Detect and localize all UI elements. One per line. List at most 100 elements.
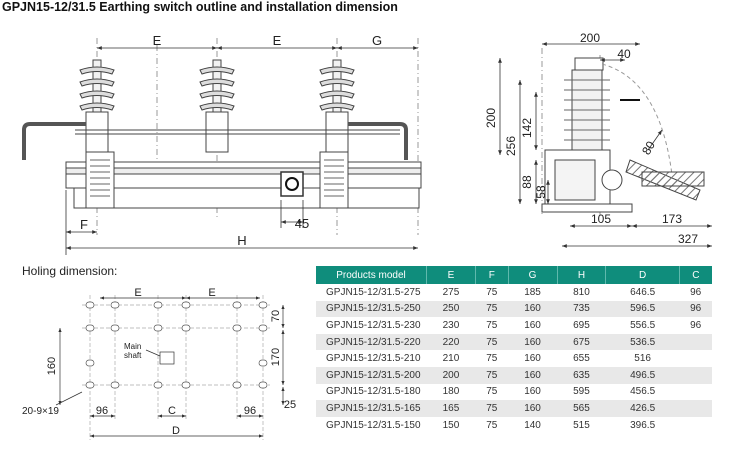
cell-h: 810 bbox=[573, 286, 590, 298]
cell-model: GPJN15-12/31.5-165 bbox=[316, 400, 427, 417]
dim-173-label: 173 bbox=[662, 212, 682, 226]
dim-h-label: H bbox=[237, 233, 246, 248]
cell-e: 220 bbox=[426, 333, 476, 351]
dim-45-label: 45 bbox=[295, 216, 309, 231]
cell-model: GPJN15-12/31.5-200 bbox=[316, 366, 427, 384]
dim-200-top-label: 200 bbox=[580, 31, 600, 45]
holing-96b-label: 96 bbox=[244, 405, 256, 417]
cell-h: 655 bbox=[573, 353, 590, 365]
cell-e: 210 bbox=[442, 353, 460, 365]
cell-f: 75 bbox=[486, 386, 498, 398]
cell-c bbox=[679, 333, 712, 351]
cell-f: 75 bbox=[486, 353, 498, 365]
cell-c bbox=[679, 384, 712, 401]
table-row: GPJN15-12/31.5-210 210 75 160 655 516 bbox=[316, 350, 712, 367]
cell-f: 75 bbox=[486, 286, 498, 298]
dim-142-label: 142 bbox=[520, 118, 534, 138]
page-title: GPJN15-12/31.5 Earthing switch outline a… bbox=[2, 0, 398, 14]
cell-d: 596.5 bbox=[605, 300, 680, 318]
table-row: GPJN15-12/31.5-180 180 75 160 595 456.5 bbox=[316, 384, 712, 401]
cell-f: 75 bbox=[475, 333, 509, 351]
holing-e1-label: E bbox=[134, 287, 141, 299]
insulator-right bbox=[319, 59, 355, 153]
header-products-model: Products model bbox=[316, 266, 427, 284]
cell-e: 180 bbox=[442, 386, 460, 398]
table-row: GPJN15-12/31.5-230 230 75 160 695 556.5 … bbox=[316, 317, 712, 334]
cell-h: 635 bbox=[557, 366, 606, 384]
main-shaft-label-2: shaft bbox=[124, 351, 142, 360]
cell-g: 160 bbox=[524, 386, 541, 398]
holing-25-label: 25 bbox=[284, 399, 296, 411]
cell-d: 556.5 bbox=[630, 319, 656, 331]
cell-e: 150 bbox=[442, 419, 460, 431]
header-e: E bbox=[426, 266, 476, 284]
cell-e: 275 bbox=[442, 286, 460, 298]
holing-96a-label: 96 bbox=[96, 405, 108, 417]
dim-e2-label: E bbox=[273, 33, 282, 48]
cell-e: 200 bbox=[426, 366, 476, 384]
holing-title: Holing dimension: bbox=[22, 264, 118, 278]
cell-f: 75 bbox=[486, 319, 498, 331]
cell-g: 160 bbox=[524, 319, 541, 331]
cell-d: 426.5 bbox=[605, 400, 680, 417]
main-shaft-box bbox=[280, 171, 304, 197]
cell-e: 250 bbox=[426, 300, 476, 318]
dim-e1-label: E bbox=[153, 33, 162, 48]
header-h: H bbox=[557, 266, 607, 284]
dim-g-label: G bbox=[372, 33, 382, 48]
table-row: GPJN15-12/31.5-200 200 75 160 635 496.5 bbox=[316, 366, 712, 384]
cell-model: GPJN15-12/31.5-210 bbox=[326, 353, 421, 365]
dim-88-label: 88 bbox=[520, 175, 534, 189]
cell-d: 516 bbox=[634, 353, 651, 365]
dim-f-label: F bbox=[80, 217, 88, 232]
holing-holes-label: 20-9×19 bbox=[22, 406, 59, 417]
side-view bbox=[541, 48, 705, 215]
contact-right bbox=[319, 151, 349, 209]
cell-c: 96 bbox=[690, 286, 702, 298]
cell-e: 165 bbox=[426, 400, 476, 417]
cell-g: 160 bbox=[508, 333, 557, 351]
table-row: GPJN15-12/31.5-250 250 75 160 735 596.5 … bbox=[316, 300, 712, 318]
header-d: D bbox=[605, 266, 680, 284]
main-shaft-label-1: Main bbox=[124, 342, 141, 351]
dim-58-label: 58 bbox=[534, 185, 548, 199]
cell-h: 515 bbox=[573, 419, 590, 431]
cell-g: 160 bbox=[508, 300, 557, 318]
holing-160-label: 160 bbox=[46, 357, 58, 375]
cell-model: GPJN15-12/31.5-275 bbox=[326, 286, 421, 298]
cell-d: 396.5 bbox=[630, 419, 656, 431]
cell-d: 646.5 bbox=[630, 286, 656, 298]
cell-f: 75 bbox=[475, 400, 509, 417]
cell-c bbox=[679, 417, 712, 434]
front-dimensions bbox=[65, 46, 418, 255]
cell-model: GPJN15-12/31.5-230 bbox=[326, 319, 421, 331]
header-g: G bbox=[508, 266, 558, 284]
table-row: GPJN15-12/31.5-275 275 75 185 810 646.5 … bbox=[316, 284, 712, 301]
cell-d: 496.5 bbox=[605, 366, 680, 384]
contact-left bbox=[85, 151, 115, 209]
holing-70-label: 70 bbox=[270, 310, 282, 322]
holing-170-label: 170 bbox=[270, 348, 282, 366]
table-row: GPJN15-12/31.5-150 150 75 140 515 396.5 bbox=[316, 417, 712, 434]
insulator-left bbox=[79, 59, 115, 153]
table-row: GPJN15-12/31.5-220 220 75 160 675 536.5 bbox=[316, 333, 712, 351]
cell-f: 75 bbox=[475, 366, 509, 384]
cell-c: 96 bbox=[679, 300, 712, 318]
cell-h: 695 bbox=[573, 319, 590, 331]
side-dimensions bbox=[498, 42, 712, 248]
insulator-middle bbox=[199, 59, 235, 153]
cell-f: 75 bbox=[475, 300, 509, 318]
dim-327-label: 327 bbox=[678, 232, 698, 246]
cell-g: 140 bbox=[524, 419, 541, 431]
cell-d: 536.5 bbox=[605, 333, 680, 351]
cell-c bbox=[679, 350, 712, 367]
cell-h: 595 bbox=[573, 386, 590, 398]
table-row: GPJN15-12/31.5-165 165 75 160 565 426.5 bbox=[316, 400, 712, 417]
cell-model: GPJN15-12/31.5-150 bbox=[326, 419, 421, 431]
holing-e2-label: E bbox=[208, 287, 215, 299]
dim-80-label: 80 bbox=[639, 138, 658, 157]
dim-256-label: 256 bbox=[504, 136, 518, 156]
cell-f: 75 bbox=[486, 419, 498, 431]
cell-e: 230 bbox=[442, 319, 460, 331]
